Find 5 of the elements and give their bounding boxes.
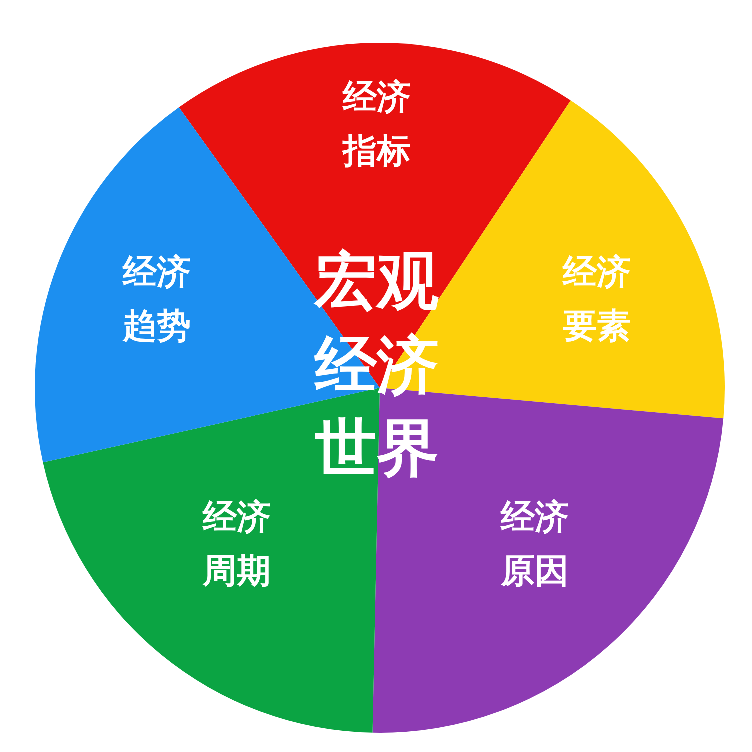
sector-label: 经济原因 [500, 496, 570, 594]
sector-label: 经济周期 [202, 496, 272, 594]
sector-label: 经济趋势 [122, 252, 192, 349]
sector-label: 经济要素 [562, 252, 632, 349]
sector-label: 经济指标 [341, 76, 412, 174]
